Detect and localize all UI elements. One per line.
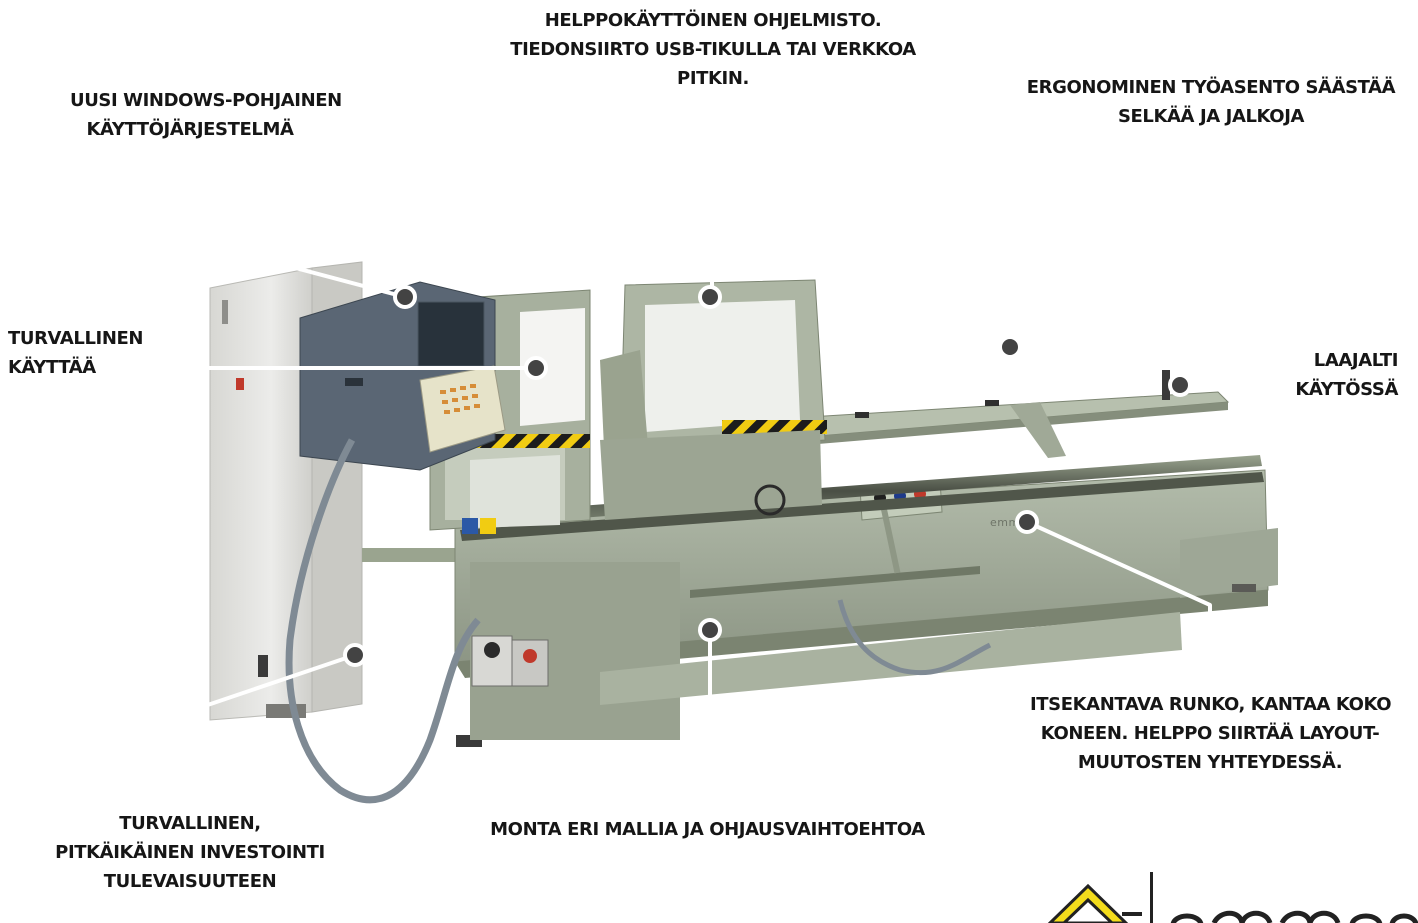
callout-windows: UUSI WINDOWS-POHJAINEN KÄYTTÖJÄRJESTELMÄ [70, 90, 342, 140]
callout-software: HELPPOKÄYTTÖINEN OHJELMISTO. TIEDONSIIRT… [510, 10, 916, 89]
right-cutting-head [600, 279, 827, 520]
callout-safe-use: TURVALLINEN KÄYTTÄÄ [8, 328, 144, 378]
dot-software [698, 285, 722, 309]
dot-widely-used [1168, 373, 1192, 397]
dot-investment [343, 643, 367, 667]
callout-dots [343, 285, 1192, 667]
dot-models [698, 618, 722, 642]
emmegi-logo [1047, 872, 1418, 923]
callout-models: MONTA ERI MALLIA JA OHJAUSVAIHTOEHTOA [490, 819, 925, 840]
callout-investment: TURVALLINEN, PITKÄIKÄINEN INVESTOINTI TU… [55, 813, 325, 892]
dot-frame [1015, 510, 1039, 534]
callout-widely-used: LAAJALTI KÄYTÖSSÄ [1295, 350, 1398, 400]
console-cable [285, 438, 481, 804]
dot-windows [393, 285, 417, 309]
callout-ergonomic: ERGONOMINEN TYÖASENTO SÄÄSTÄÄ SELKÄÄ JA … [1026, 77, 1396, 127]
callout-frame: ITSEKANTAVA RUNKO, KANTAA KOKO KONEEN. H… [1030, 694, 1392, 773]
air-hose [837, 599, 992, 676]
dot-ergonomic [998, 335, 1022, 359]
profile-support [759, 370, 1230, 458]
callout-lines [184, 148, 1280, 792]
dot-safe-use [524, 356, 548, 380]
operator-console [299, 281, 506, 471]
